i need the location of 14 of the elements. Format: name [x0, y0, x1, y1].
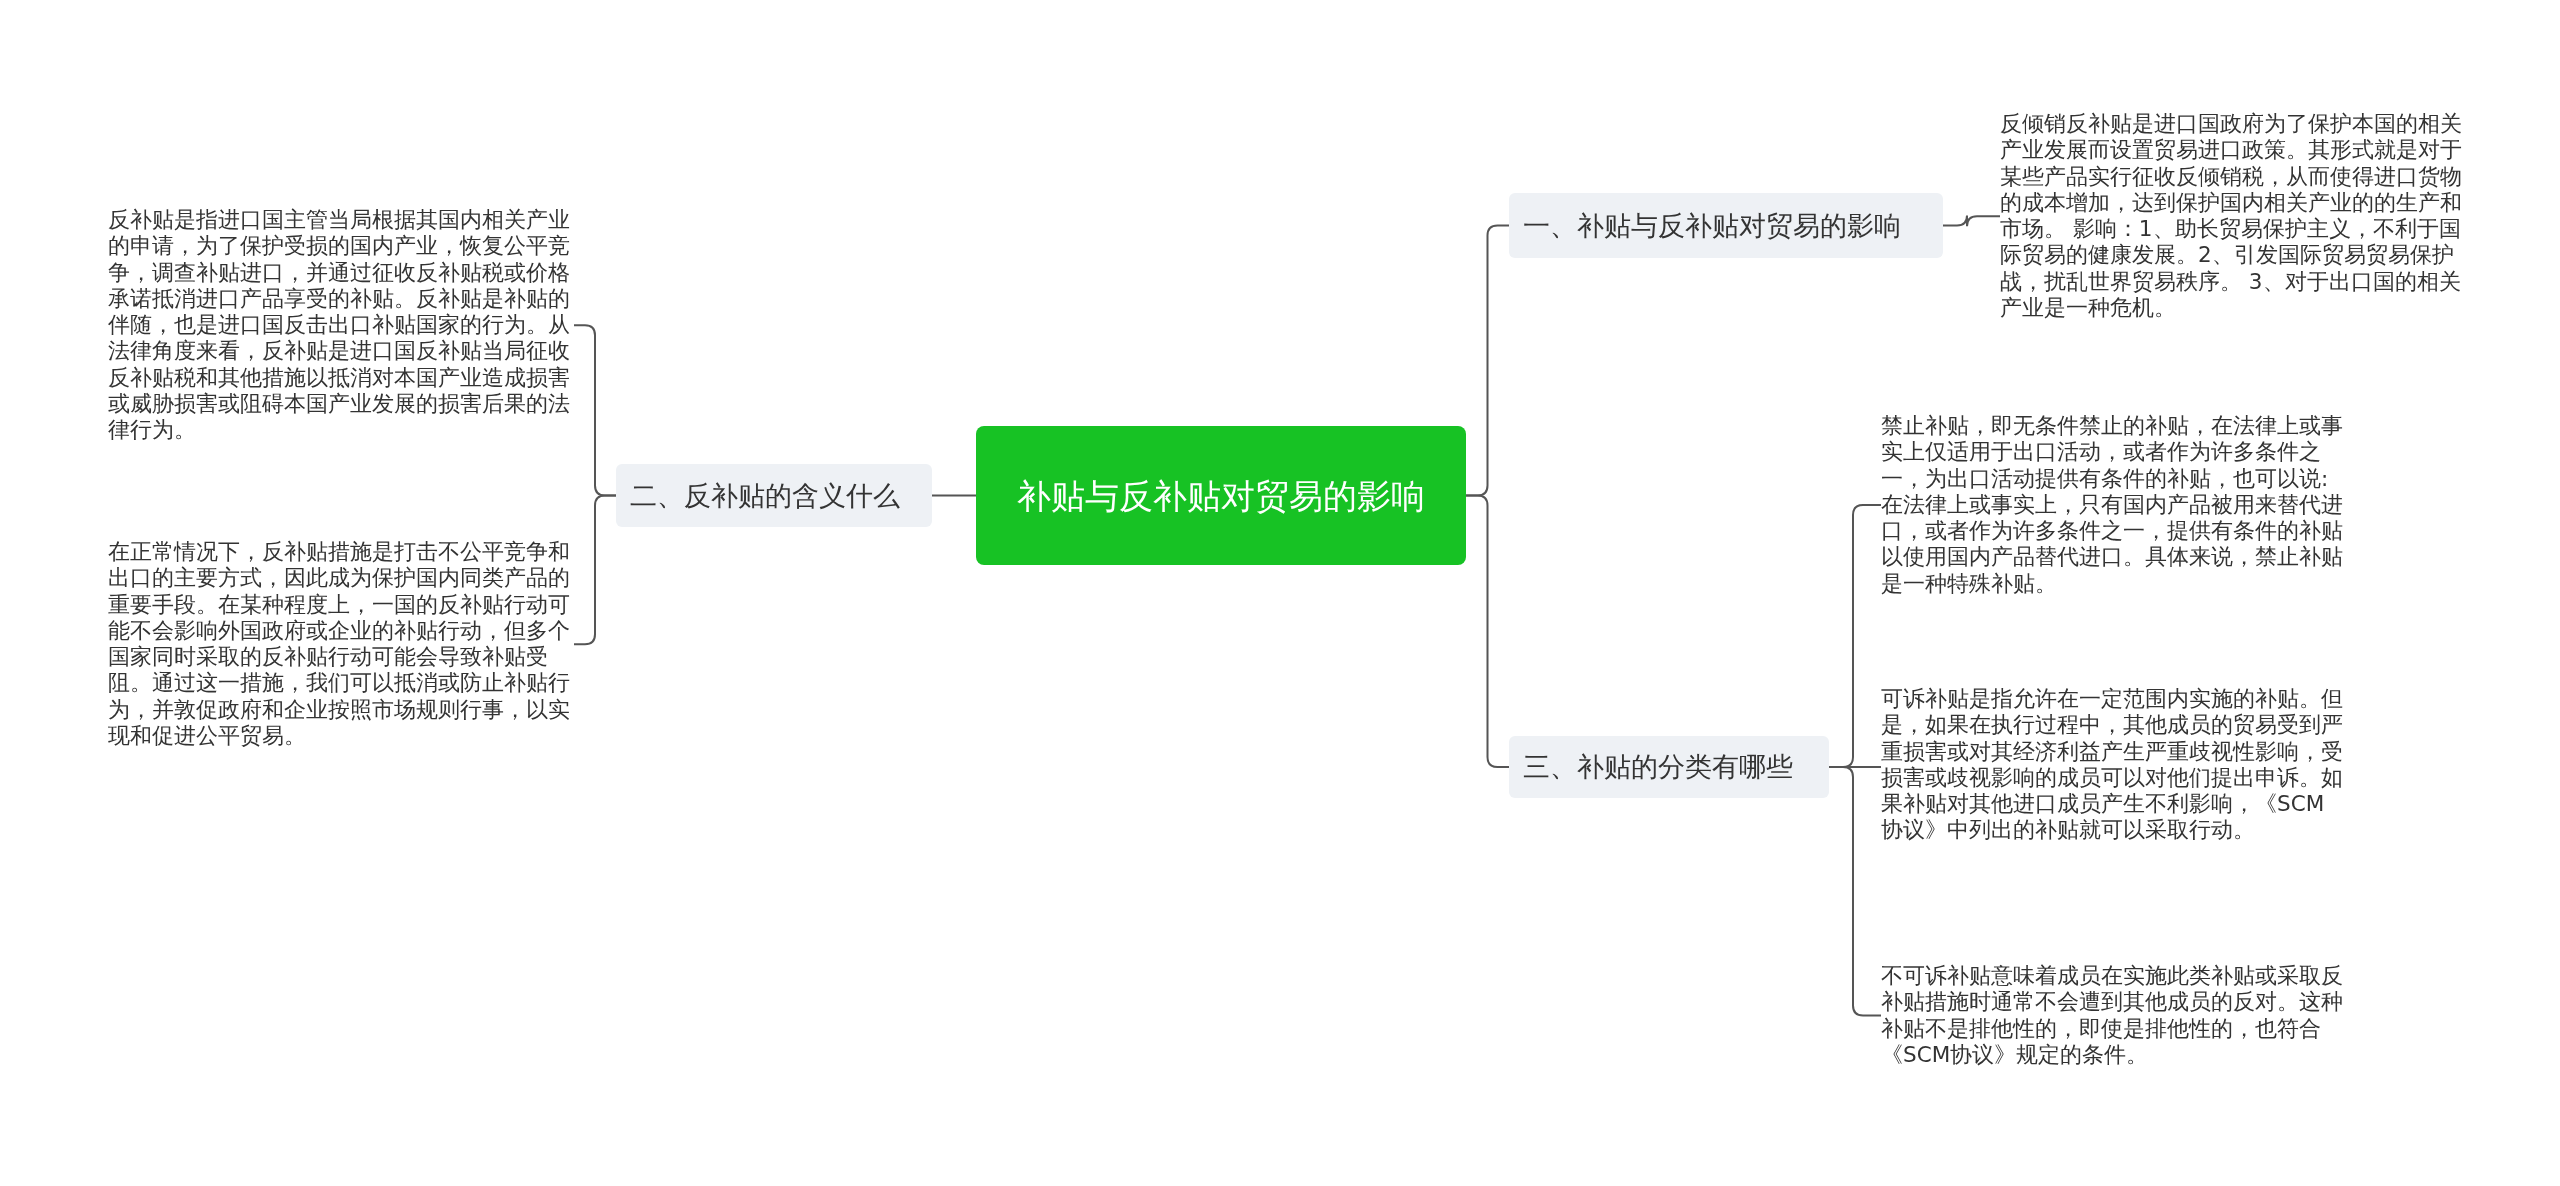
note-text: 可诉补贴是指允许在一定范围内实施的补贴。但是，如果在执行过程中，其他成员的贸易受到严重损害或对其经济利益产生严重歧视性影响，受损害或歧视影响的成员可以对他们提出申诉。如果补贴对其他进口成员产生不利影响，《SCM协议》中列出的补贴就可以采取行动。 — [1881, 686, 2343, 844]
note-text: 禁止补贴，即无条件禁止的补贴，在法律上或事实上仅适用于出口活动，或者作为许多条件之一，为出口活动提供有条件的补贴，也可以说:在法律上或事实上，只有国内产品被用来替代进口，或者作为许多条件之一，提供有条件的补贴以使用国内产品替代进口。具体来说，禁止补贴是一种特殊补贴。 — [1881, 413, 2343, 598]
topic-box: 二、反补贴的含义什么 — [616, 464, 932, 527]
note-text: 不可诉补贴意味着成员在实施此类补贴或采取反补贴措施时通常不会遭到其他成员的反对。这种补贴不是排他性的，即使是排他性的，也符合《SCM协议》规定的条件。 — [1881, 963, 2343, 1069]
connector-line — [1942, 214, 2001, 228]
connector-line — [931, 494, 977, 497]
topic-box: 三、补贴的分类有哪些 — [1509, 736, 1829, 798]
central-topic-box: 补贴与反补贴对贸易的影响 — [976, 426, 1466, 565]
note-text: 在正常情况下，反补贴措施是打击不公平竞争和出口的主要方式，因此成为保护国内同类产品的重要手段。在某种程度上，一国的反补贴行动可能不会影响外国政府或企业的补贴行动，但多个国家同时采取的反补贴行动可能会导致补贴受阻。通过这一措施，我们可以抵消或防止补贴行为，并敦促政府和企业按照市场规则行事，以实现和促进公平贸易。 — [108, 539, 574, 750]
note-text: 反补贴是指进口国主管当局根据其国内相关产业的申请，为了保护受损的国内产业，恢复公平竞争，调查补贴进口，并通过征收反补贴税或价格承诺抵消进口产品享受的补贴。反补贴是补贴的伴随，也是进口国反击出口补贴国家的行为。从法律角度来看，反补贴是进口国反补贴当局征收反补贴税和其他措施以抵消对本国产业造成损害或威胁损害或阻碍本国产业发展的损害后果的法律行为。 — [108, 207, 574, 444]
connector-line — [1828, 766, 1882, 1017]
note-text: 反倾销反补贴是进口国政府为了保护本国的相关产业发展而设置贸易进口政策。其形式就是对于某些产品实行征收反倾销税，从而使得进口货物的成本增加，达到保护国内相关产业的的生产和市场。 影响：1、助长贸易保护主义，不利于国际贸易的健康发展。2、引发国际贸易贸易保护战，扰乱世界贸易秩序。 3、对于出口国的相关产业是一种危机。 — [2000, 111, 2462, 322]
topic-box: 一、补贴与反补贴对贸易的影响 — [1509, 193, 1943, 258]
connector-line — [1465, 494, 1510, 768]
